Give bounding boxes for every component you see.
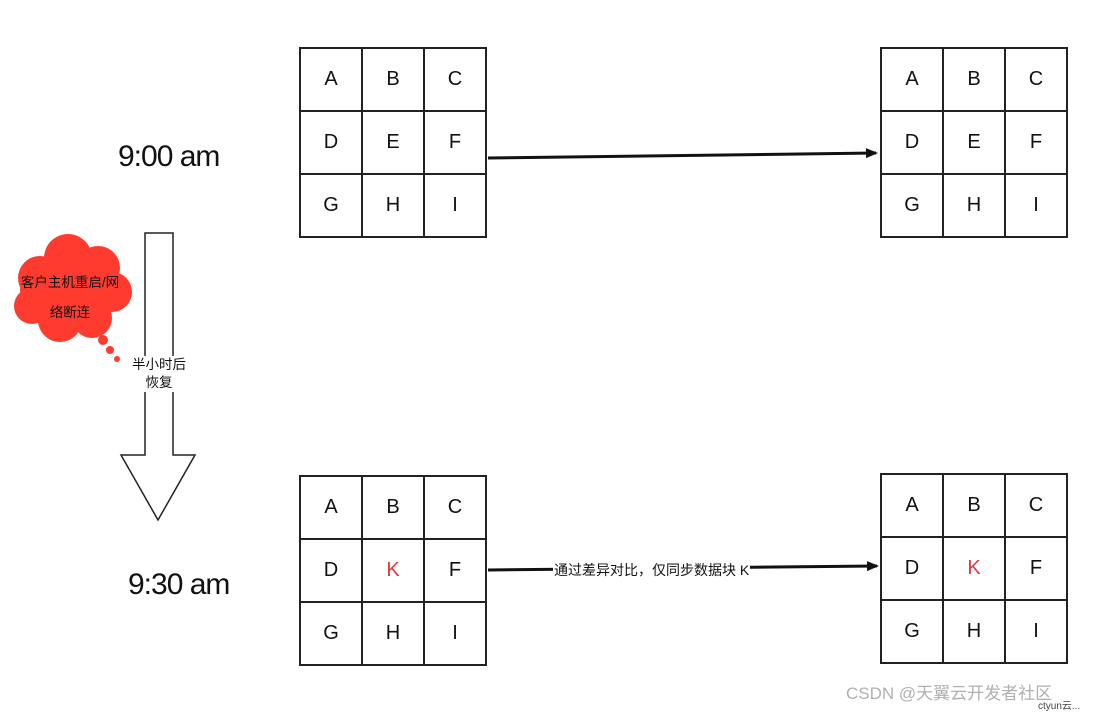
grid-cell: G xyxy=(300,174,362,237)
sync-arrow-900 xyxy=(487,148,878,160)
grid-cell: F xyxy=(1005,537,1067,600)
grid-cell: H xyxy=(362,602,424,665)
grid-cell: E xyxy=(362,111,424,174)
grid-cell: B xyxy=(362,48,424,111)
grid-cell: C xyxy=(1005,474,1067,537)
grid-cell: E xyxy=(943,111,1005,174)
grid-cell: D xyxy=(881,537,943,600)
grid-cell: F xyxy=(424,539,486,602)
grid-cell: A xyxy=(881,474,943,537)
grid-cell: H xyxy=(362,174,424,237)
grid-cell: B xyxy=(943,474,1005,537)
grid-cell: G xyxy=(881,600,943,663)
source-grid-930: A B C D K F G H I xyxy=(299,475,487,666)
grid-cell: C xyxy=(1005,48,1067,111)
grid-cell: H xyxy=(943,600,1005,663)
grid-cell-changed: K xyxy=(362,539,424,602)
grid-cell: I xyxy=(424,174,486,237)
target-grid-900: A B C D E F G H I xyxy=(880,47,1068,238)
grid-cell: G xyxy=(881,174,943,237)
time-label-930: 9:30 am xyxy=(128,568,230,601)
diff-sync-label: 通过差异对比，仅同步数据块 K xyxy=(553,560,751,580)
time-label-900: 9:00 am xyxy=(118,140,220,173)
grid-cell: I xyxy=(424,602,486,665)
grid-cell: C xyxy=(424,48,486,111)
down-arrow-label: 半小时后 恢复 xyxy=(130,356,188,392)
target-grid-930: A B C D K F G H I xyxy=(880,473,1068,664)
grid-cell: A xyxy=(300,48,362,111)
csdn-watermark: CSDN @天翼云开发者社区 xyxy=(846,684,1053,703)
down-arrow-label-line2: 恢复 xyxy=(145,375,173,390)
grid-cell: C xyxy=(424,476,486,539)
thought-cloud xyxy=(14,234,132,362)
grid-cell: A xyxy=(300,476,362,539)
grid-cell: H xyxy=(943,174,1005,237)
grid-cell-changed: K xyxy=(943,537,1005,600)
grid-cell: I xyxy=(1005,600,1067,663)
down-arrow-label-line1: 半小时后 xyxy=(132,357,186,372)
small-watermark: ctyun云... xyxy=(1038,701,1081,712)
grid-cell: G xyxy=(300,602,362,665)
grid-cell: D xyxy=(881,111,943,174)
grid-cell: D xyxy=(300,539,362,602)
grid-cell: I xyxy=(1005,174,1067,237)
grid-cell: F xyxy=(424,111,486,174)
grid-cell: F xyxy=(1005,111,1067,174)
cloud-text-line1: 客户主机重启/网 xyxy=(20,275,120,290)
grid-cell: B xyxy=(362,476,424,539)
cloud-text: 客户主机重启/网 络断连 xyxy=(18,268,122,328)
grid-cell: B xyxy=(943,48,1005,111)
source-grid-900: A B C D E F G H I xyxy=(299,47,487,238)
grid-cell: A xyxy=(881,48,943,111)
cloud-text-line2: 络断连 xyxy=(49,305,91,320)
grid-cell: D xyxy=(300,111,362,174)
